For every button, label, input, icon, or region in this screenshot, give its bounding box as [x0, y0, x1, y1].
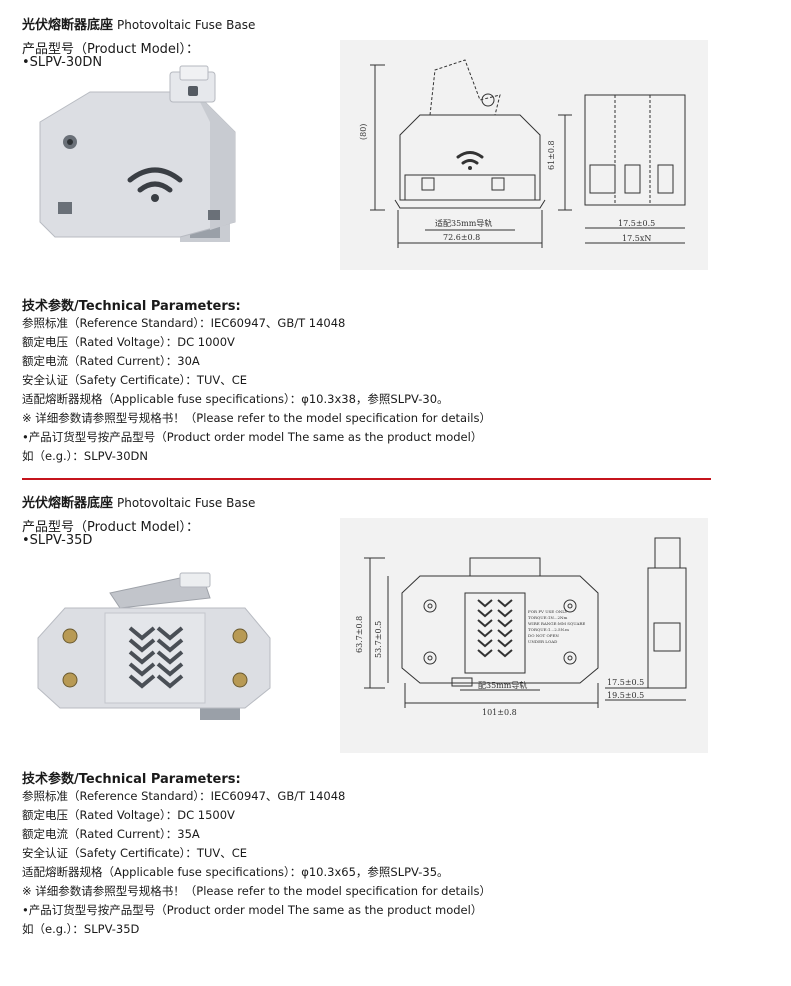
label-line: TORQUE:1N...2Nm — [528, 615, 568, 620]
params-heading: 技术参数/Technical Parameters: — [22, 772, 241, 787]
params-list: 参照标准（Reference Standard）：IEC60947、GB/T 1… — [22, 314, 491, 466]
model-label: 产品型号（Product Model）： — [22, 42, 200, 57]
param-line: 参照标准（Reference Standard）：IEC60947、GB/T 1… — [22, 789, 346, 803]
drawing-svg: FOR PV USE ONLY TORQUE:1N...2Nm WIRE RAN… — [355, 537, 687, 717]
param-line: •产品订货型号按产品型号（Product order model The sam… — [22, 903, 483, 917]
param-line: 额定电压（Rated Voltage）：DC 1000V — [22, 335, 235, 349]
model-number: •SLPV-30DN — [22, 55, 103, 70]
dimension-drawing: (80) 61±0.8 适配35mm导轨 72.6±0.8 17.5±0.5 1… — [340, 40, 708, 270]
param-line: ※ 详细参数请参照型号规格书！（Please refer to the mode… — [22, 884, 491, 898]
dim-side-2: 19.5±0.5 — [607, 691, 644, 700]
model-label: 产品型号（Product Model）： — [22, 520, 200, 535]
param-line: 额定电压（Rated Voltage）：DC 1500V — [22, 808, 235, 822]
param-line: •产品订货型号按产品型号（Product order model The sam… — [22, 430, 483, 444]
title-en: Photovoltaic Fuse Base — [117, 496, 256, 510]
dim-height: 61±0.8 — [547, 140, 556, 170]
param-line: 适配熔断器规格（Applicable fuse specifications）：… — [22, 392, 449, 406]
param-line: 安全认证（Safety Certificate）：TUV、CE — [22, 373, 248, 387]
model-number: •SLPV-35D — [22, 533, 93, 548]
dim-width: 101±0.8 — [482, 708, 517, 717]
drawing-svg: (80) 61±0.8 适配35mm导轨 72.6±0.8 17.5±0.5 1… — [359, 59, 686, 248]
dim-side-2: 17.5xN — [622, 234, 651, 243]
dim-width: 72.6±0.8 — [443, 233, 480, 242]
dim-side-1: 17.5±0.5 — [607, 678, 644, 687]
title-cn: 光伏熔断器底座 — [22, 496, 114, 511]
dim-height: 53.7±0.5 — [374, 621, 383, 658]
label-line: WIRE RANGE:MM SQUARE — [528, 621, 585, 626]
section-divider — [22, 478, 711, 480]
label-line: UNDER LOAD — [528, 639, 557, 644]
dim-height-total: (80) — [359, 124, 368, 140]
label-line: TORQUE:1...2.5N.m — [528, 627, 569, 632]
param-line: 安全认证（Safety Certificate）：TUV、CE — [22, 846, 248, 860]
param-line: 参照标准（Reference Standard）：IEC60947、GB/T 1… — [22, 316, 346, 330]
title-en: Photovoltaic Fuse Base — [117, 18, 256, 32]
product-photo — [39, 65, 236, 242]
product-photo — [37, 572, 271, 720]
param-line: 额定电流（Rated Current）：30A — [22, 354, 200, 368]
dim-rail: 适配35mm导轨 — [435, 218, 492, 228]
label-line: FOR PV USE ONLY — [528, 609, 568, 614]
param-line: 适配熔断器规格（Applicable fuse specifications）：… — [22, 865, 449, 879]
dim-side-1: 17.5±0.5 — [618, 219, 655, 228]
params-heading: 技术参数/Technical Parameters: — [22, 299, 241, 314]
dim-height-total: 63.7±0.8 — [355, 616, 364, 653]
title-cn: 光伏熔断器底座 — [22, 18, 114, 33]
dimension-drawing: FOR PV USE ONLY TORQUE:1N...2Nm WIRE RAN… — [340, 518, 708, 753]
params-list: 参照标准（Reference Standard）：IEC60947、GB/T 1… — [22, 787, 491, 939]
dim-rail: 配35mm导轨 — [478, 680, 527, 690]
param-line: 额定电流（Rated Current）：35A — [22, 827, 200, 841]
label-line: DO NOT OPEN — [528, 633, 559, 638]
param-line: ※ 详细参数请参照型号规格书！（Please refer to the mode… — [22, 411, 491, 425]
param-line: 如（e.g.）：SLPV-30DN — [22, 449, 149, 463]
param-line: 如（e.g.）：SLPV-35D — [22, 922, 140, 936]
